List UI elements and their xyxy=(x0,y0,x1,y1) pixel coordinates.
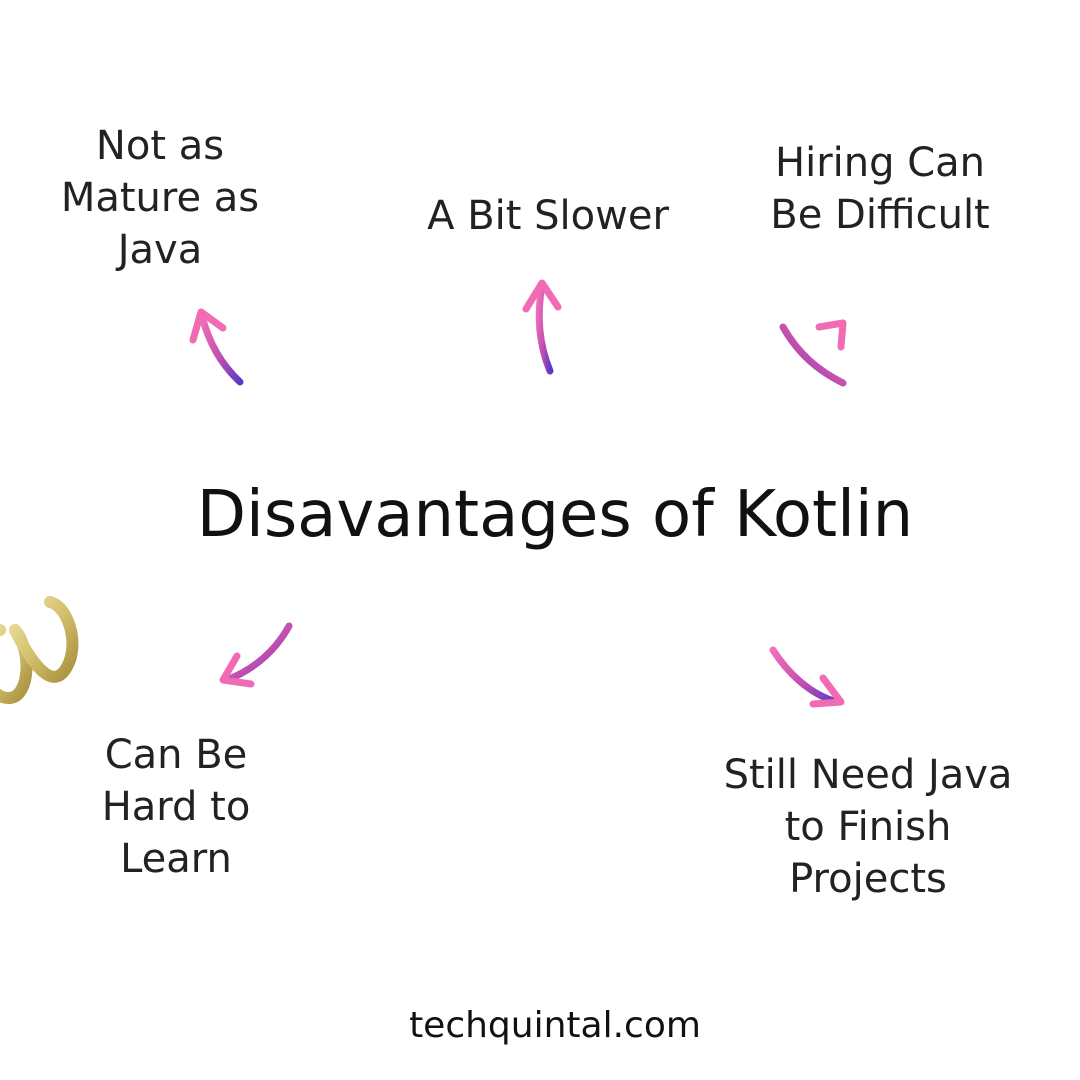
node-need-java: Still Need Java to Finish Projects xyxy=(723,752,1013,902)
arrow-down-right-icon xyxy=(769,646,845,708)
node-hard-learn: Can Be Hard to Learn xyxy=(101,732,251,882)
diagram-title: Disavantages of Kotlin xyxy=(196,478,914,552)
node-bit-slower: A Bit Slower xyxy=(427,193,669,239)
arrow-up-left-icon xyxy=(189,308,244,386)
node-hiring: Hiring Can Be Difficult xyxy=(770,140,990,238)
arrow-up-icon xyxy=(522,279,562,375)
gold-coil-spring-icon xyxy=(0,596,79,704)
node-not-mature: Not as Mature as Java xyxy=(60,123,260,273)
arrow-up-right-icon xyxy=(779,319,847,387)
arrow-down-left-icon xyxy=(219,622,293,688)
website-footer: techquintal.com xyxy=(409,1005,701,1046)
